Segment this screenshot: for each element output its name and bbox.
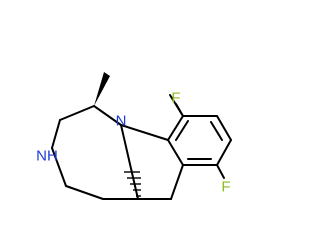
bond-n-c-benzo <box>120 124 169 141</box>
hashed-wedge-bond <box>124 171 141 197</box>
molecule-structure: F F N NH <box>36 72 232 200</box>
atom-label-nh: NH <box>36 148 58 165</box>
double-bond-inner-3 <box>175 120 189 141</box>
bond-c6-c2 <box>167 139 184 166</box>
atom-label-f-bottom: F <box>221 179 230 196</box>
bond-c4-c5 <box>216 139 232 166</box>
wedge-bond-methyl <box>94 72 110 106</box>
bond-c3-c4 <box>216 115 232 141</box>
bond-cmethyl-ch2 <box>59 105 95 121</box>
bond-nh-ch2 <box>51 147 67 187</box>
bond-c1-c2b <box>167 115 184 141</box>
bond-c-benzo-ch2 <box>170 164 184 200</box>
bond-c-f-top <box>175 103 184 117</box>
bond-ch2-nh <box>51 119 61 149</box>
bond-n-cmethyl <box>93 105 122 126</box>
bond-ch2-cbridge2 <box>65 185 104 200</box>
bond-c-f-bottom <box>216 164 225 179</box>
double-bond-inner-1 <box>210 121 223 141</box>
bond-cbridge-n <box>120 124 139 200</box>
atom-label-n: N <box>116 113 127 130</box>
atom-label-f-top: F <box>171 90 180 107</box>
